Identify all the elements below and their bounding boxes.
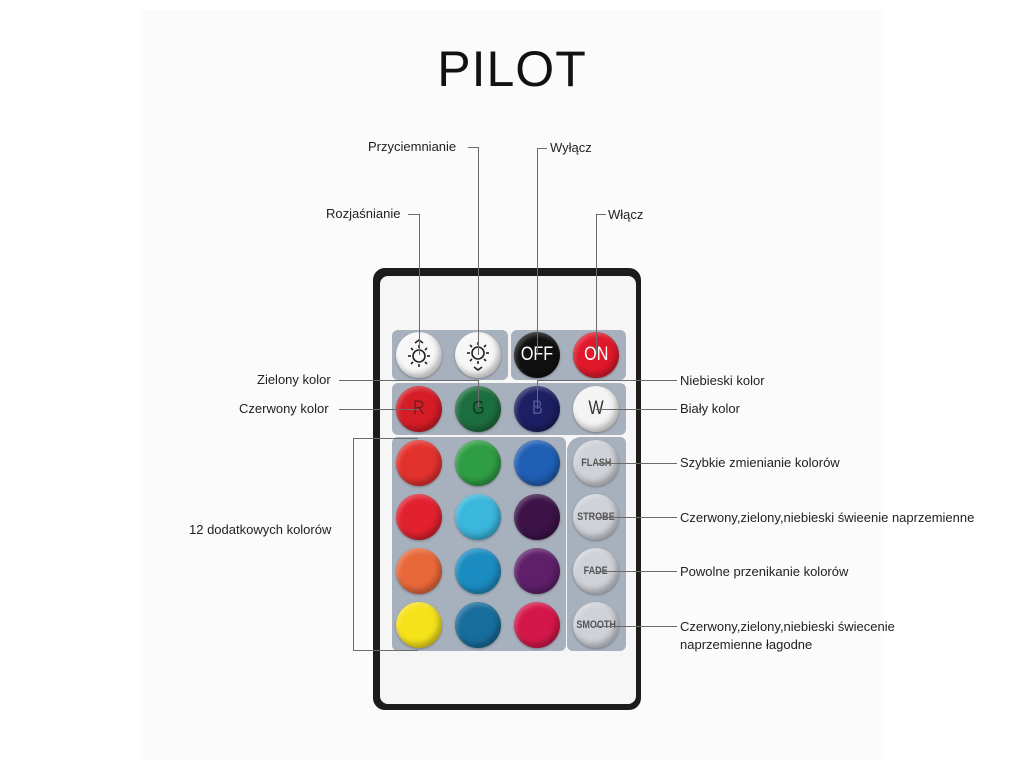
bracket-bottom bbox=[353, 650, 418, 651]
color-button-9[interactable] bbox=[514, 548, 560, 594]
color-button-8[interactable] bbox=[455, 548, 501, 594]
callout-line-blue-v bbox=[537, 380, 538, 409]
color-button-5[interactable] bbox=[455, 494, 501, 540]
red-button-label: R bbox=[413, 398, 425, 420]
callout-line-white bbox=[596, 409, 677, 410]
callout-line-dim-h bbox=[468, 147, 478, 148]
label-green: Zielony kolor bbox=[257, 372, 331, 387]
label-strobe: Czerwony,zielony,niebieski świeenie napr… bbox=[680, 510, 975, 525]
label-smooth: Czerwony,zielony,niebieski świecenie nap… bbox=[680, 619, 895, 652]
label-off: Wyłącz bbox=[550, 140, 592, 155]
page-title: PILOT bbox=[437, 41, 587, 97]
callout-line-off-v bbox=[537, 148, 538, 355]
callout-line-dim-v bbox=[478, 147, 479, 355]
label-brighten: Rozjaśnianie bbox=[326, 206, 401, 221]
callout-line-brighten-v bbox=[419, 214, 420, 355]
callout-line-brighten-h bbox=[408, 214, 419, 215]
bracket-top bbox=[353, 438, 418, 439]
callout-line-off-h bbox=[537, 148, 547, 149]
callout-line-on-h bbox=[596, 214, 606, 215]
color-button-10[interactable] bbox=[396, 602, 442, 648]
white-button-label: W bbox=[588, 398, 604, 419]
callout-line-strobe bbox=[596, 517, 677, 518]
color-button-2[interactable] bbox=[455, 440, 501, 486]
callout-line-blue bbox=[537, 380, 677, 381]
smooth-button[interactable]: SMOOTH bbox=[573, 602, 619, 648]
color-button-3[interactable] bbox=[514, 440, 560, 486]
label-on: Włącz bbox=[608, 207, 644, 222]
callout-line-green bbox=[339, 380, 478, 381]
color-button-11[interactable] bbox=[455, 602, 501, 648]
callout-line-smooth bbox=[596, 626, 677, 627]
flash-button-label: FLASH bbox=[580, 457, 612, 469]
color-button-1[interactable] bbox=[396, 440, 442, 486]
callout-line-green-v bbox=[478, 380, 479, 409]
color-button-7[interactable] bbox=[396, 548, 442, 594]
label-fade: Powolne przenikanie kolorów bbox=[680, 564, 849, 579]
color-button-12[interactable] bbox=[514, 602, 560, 648]
callout-line-on-v bbox=[596, 214, 597, 355]
label-red: Czerwony kolor bbox=[239, 401, 329, 416]
color-button-6[interactable] bbox=[514, 494, 560, 540]
color-button-4[interactable] bbox=[396, 494, 442, 540]
callout-line-flash bbox=[596, 463, 677, 464]
callout-line-fade bbox=[596, 571, 677, 572]
callout-line-red bbox=[339, 409, 419, 410]
label-extra-colors: 12 dodatkowych kolorów bbox=[189, 522, 332, 537]
bracket-left bbox=[353, 438, 354, 650]
label-dim: Przyciemnianie bbox=[368, 139, 457, 154]
label-flash: Szybkie zmienianie kolorów bbox=[680, 455, 840, 470]
label-blue: Niebieski kolor bbox=[680, 373, 765, 388]
label-white: Biały kolor bbox=[680, 401, 740, 416]
smooth-button-label: SMOOTH bbox=[576, 619, 616, 631]
